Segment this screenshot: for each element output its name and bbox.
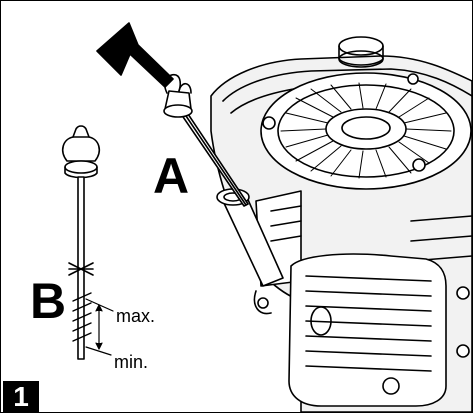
dipstick-b <box>61 125 101 360</box>
pull-direction-arrow <box>96 22 174 88</box>
level-indicator <box>85 298 114 356</box>
max-mark-label: max. <box>116 306 156 326</box>
cover-bolts <box>262 73 426 172</box>
callout-b-label: B <box>30 273 67 329</box>
fan-cover <box>260 72 472 190</box>
dipstick-a <box>163 73 249 207</box>
min-mark-label: min. <box>114 352 149 372</box>
level-hatch <box>72 292 92 342</box>
step-number-badge: 1 <box>3 381 39 412</box>
callout-a-label: A <box>153 148 190 204</box>
muffler <box>288 253 470 407</box>
oil-filler-cap-top <box>338 36 384 68</box>
